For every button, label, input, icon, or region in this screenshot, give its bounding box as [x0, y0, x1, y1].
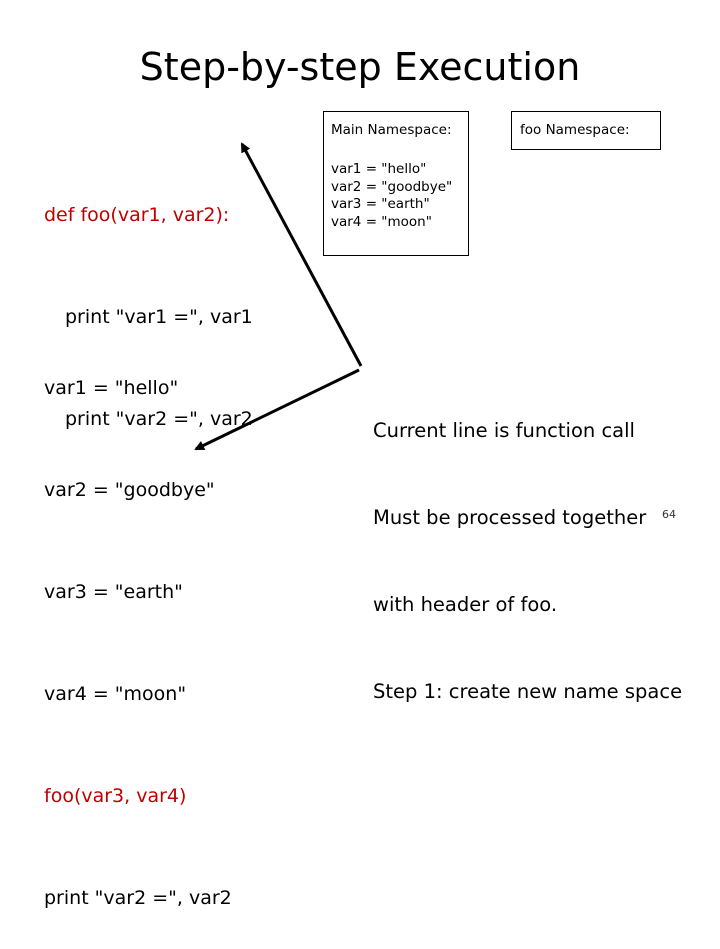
namespace-var-3: var3 = "earth" [331, 196, 430, 212]
foo-namespace-label: foo Namespace: [520, 122, 630, 138]
main-code-line-4: var4 = "moon" [44, 683, 187, 705]
slide-title: Step-by-step Execution [139, 45, 581, 89]
arrow-to-function-header [240, 142, 363, 367]
namespace-var-4: var4 = "moon" [331, 213, 432, 230]
foo-namespace-box: foo Namespace: [511, 111, 661, 150]
page-number: 64 [662, 508, 676, 521]
function-header: def foo(var1, var2): [44, 204, 230, 226]
function-definition: def foo(var1, var2): print "var1 =", var… [44, 130, 253, 470]
function-call-line: foo(var3, var4) [44, 785, 187, 807]
main-namespace-vars: var1 = "hello" var2 = "goodbye" var3 = "… [331, 161, 468, 231]
main-code-line-6: print "var2 =", var2 [44, 887, 232, 909]
main-namespace-box: Main Namespace: var1 = "hello" var2 = "g… [323, 111, 469, 256]
note-line-4: Step 1: create new name space [373, 680, 683, 703]
main-code-line-1: var1 = "hello" [44, 377, 179, 399]
function-body-line-2: print "var2 =", var2 [65, 408, 253, 430]
main-code-line-2: var2 = "goodbye" [44, 479, 215, 501]
namespace-var-2: var2 = "goodbye" [331, 178, 453, 195]
main-code-line-3: var3 = "earth" [44, 581, 183, 603]
note-line-1: Current line is function call [373, 419, 635, 442]
arrows-layer [194, 142, 363, 451]
note-line-2: Must be processed together [373, 506, 647, 529]
namespace-var-1: var1 = "hello" [331, 161, 427, 177]
main-namespace-label: Main Namespace: [331, 122, 452, 138]
note-line-3: with header of foo. [373, 593, 558, 616]
function-body-line-1: print "var1 =", var1 [65, 306, 253, 328]
arrow-to-function-call [194, 368, 360, 451]
